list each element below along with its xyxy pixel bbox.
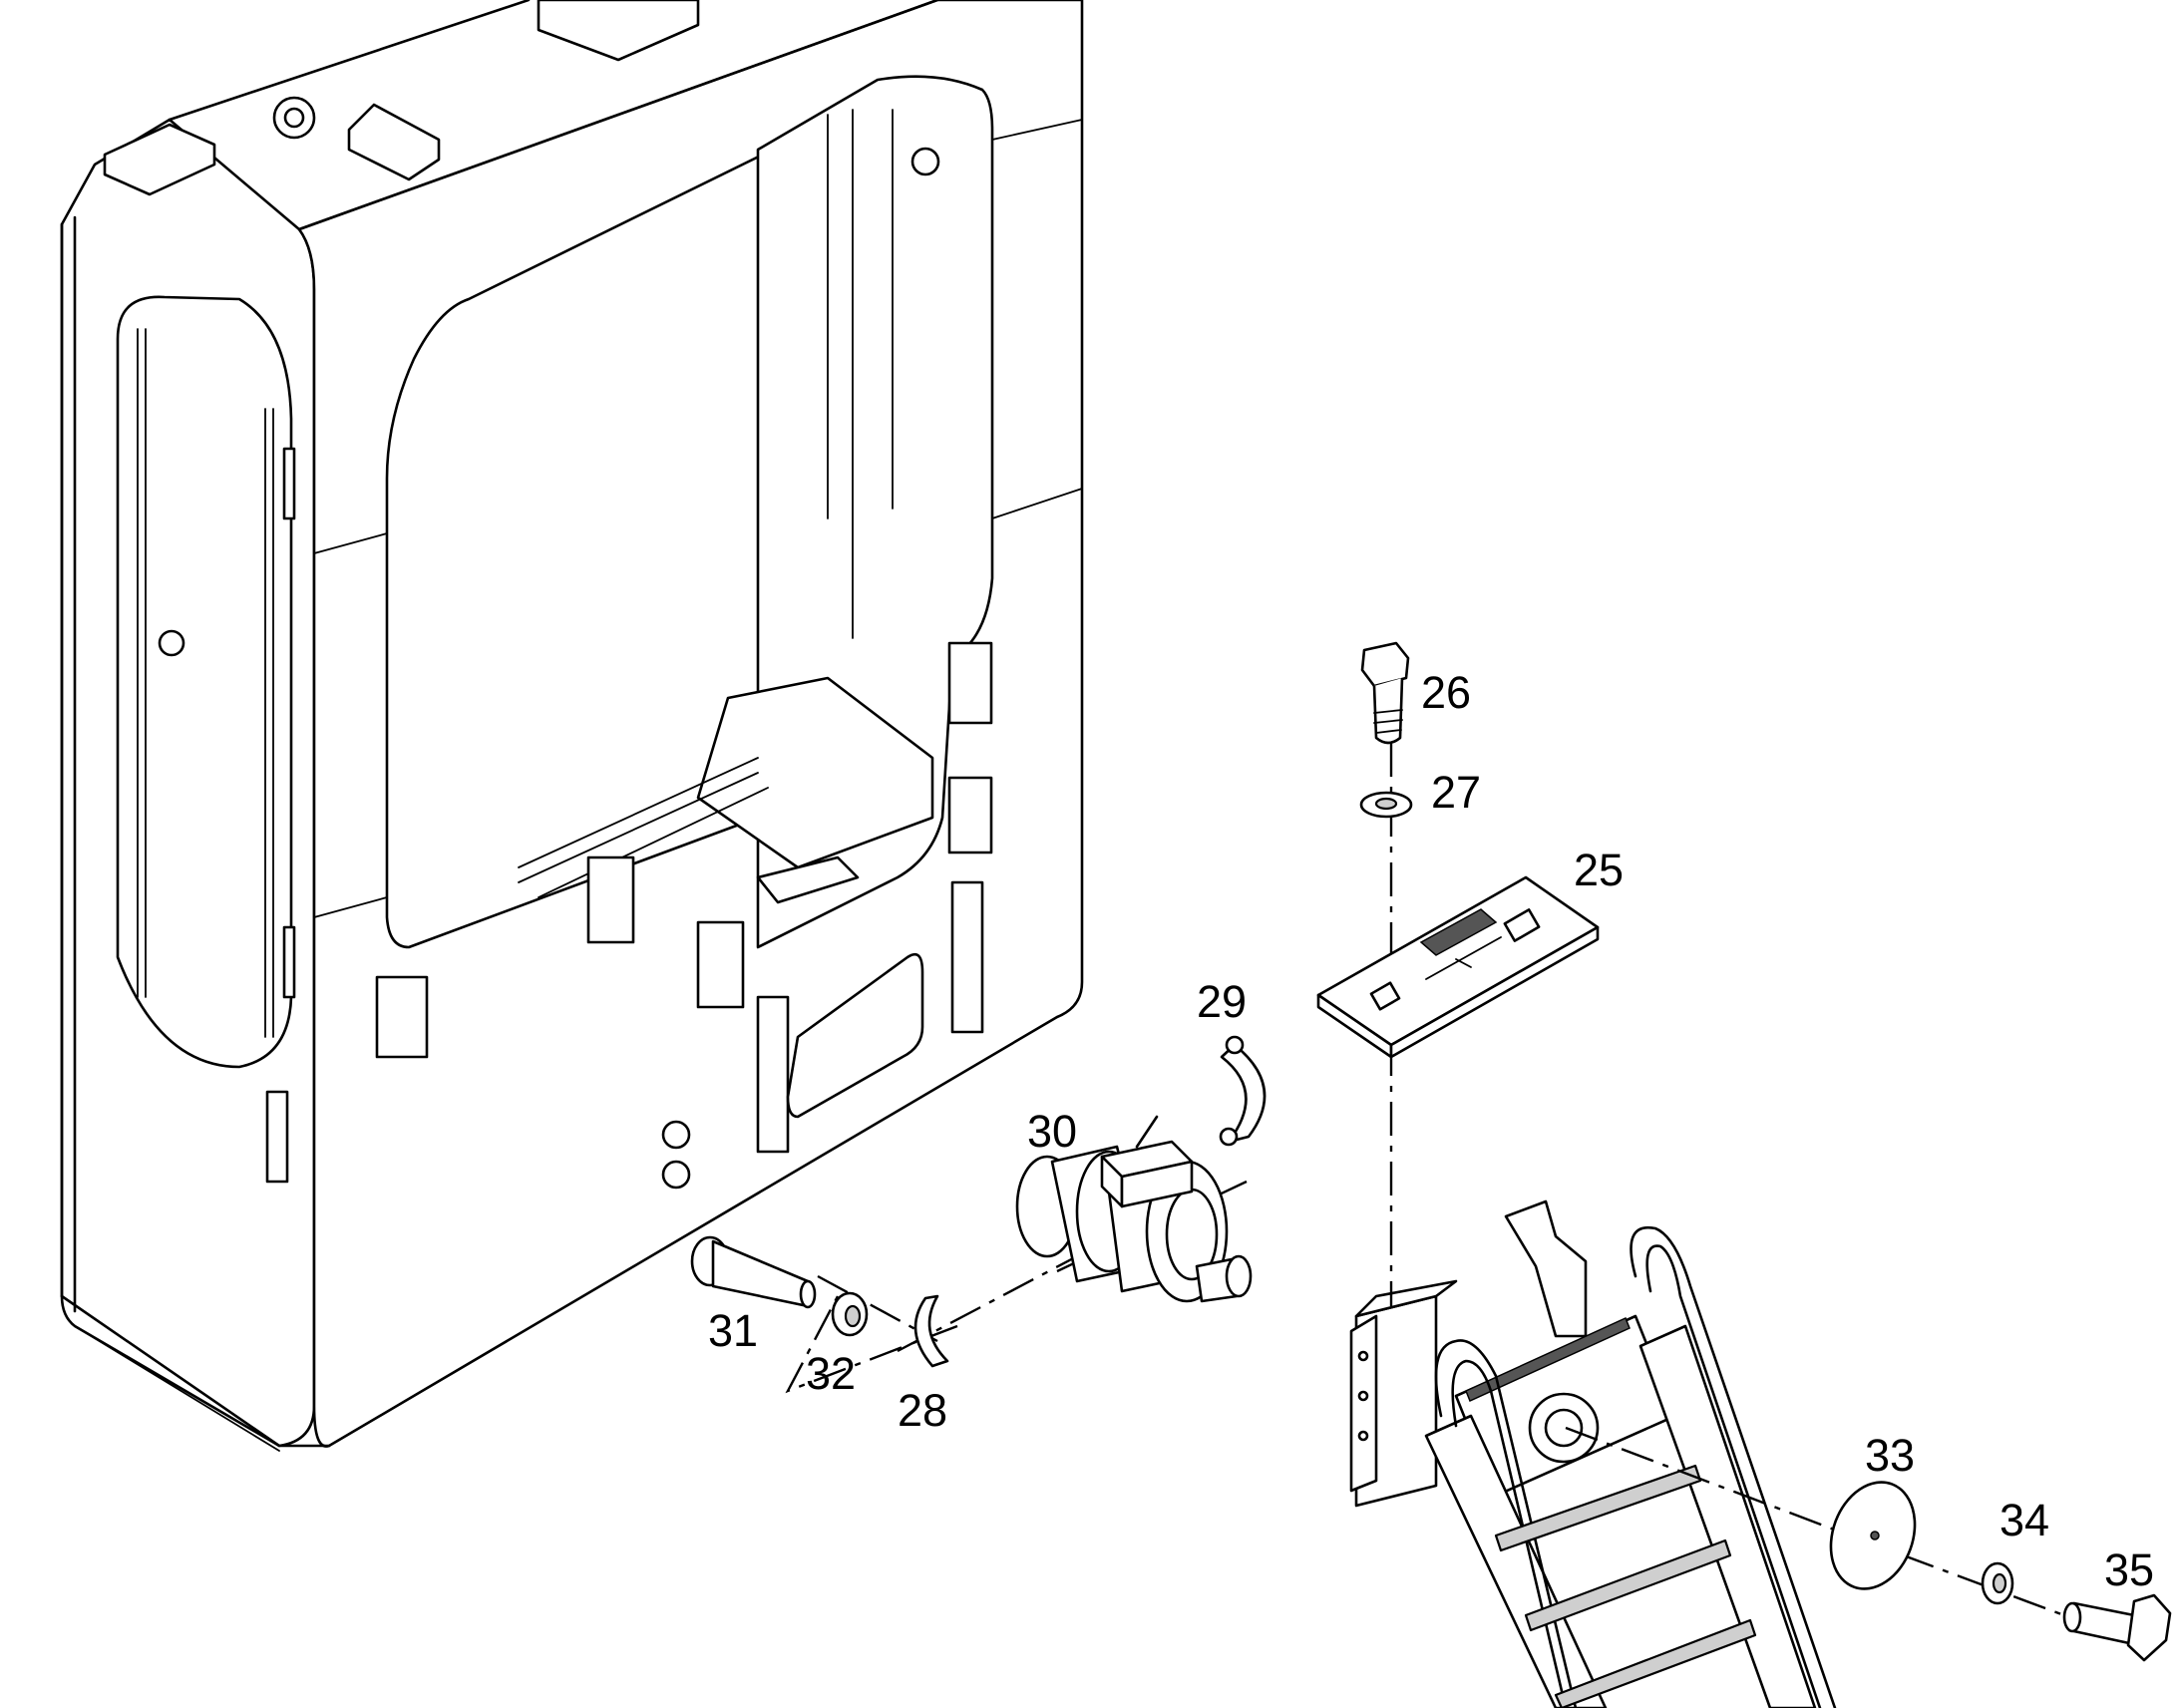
label-26: 26 [1421, 667, 1471, 718]
label-30: 30 [1027, 1106, 1077, 1157]
label-33: 33 [1865, 1430, 1915, 1481]
label-25: 25 [1574, 845, 1624, 895]
part-33-cover-disc [1829, 1481, 1917, 1590]
part-26-hex-bolt [1360, 641, 1410, 745]
part-25-mounting-plate [1316, 875, 1600, 1059]
part-29-retaining-clip [1219, 1035, 1267, 1147]
part-28-retaining-clip [913, 1294, 949, 1368]
part-35-hex-bolt [2062, 1593, 2172, 1662]
cabin-housing [60, 0, 1084, 1452]
label-31: 31 [708, 1305, 758, 1356]
part-number-labels: 25 26 27 28 29 30 31 32 33 34 35 [708, 667, 2154, 1595]
part-27-washer [1359, 791, 1413, 819]
ladder-assembly [1349, 1199, 1837, 1708]
part-30-motor-unit [1015, 1115, 1253, 1303]
label-27: 27 [1431, 767, 1481, 818]
part-34-washer [1981, 1561, 2014, 1605]
label-29: 29 [1197, 976, 1247, 1027]
part-31-pin [690, 1235, 817, 1309]
part-32-washer [831, 1291, 869, 1337]
label-34: 34 [1999, 1495, 2049, 1545]
label-35: 35 [2104, 1544, 2154, 1595]
label-32: 32 [806, 1348, 856, 1399]
label-28: 28 [898, 1385, 947, 1436]
